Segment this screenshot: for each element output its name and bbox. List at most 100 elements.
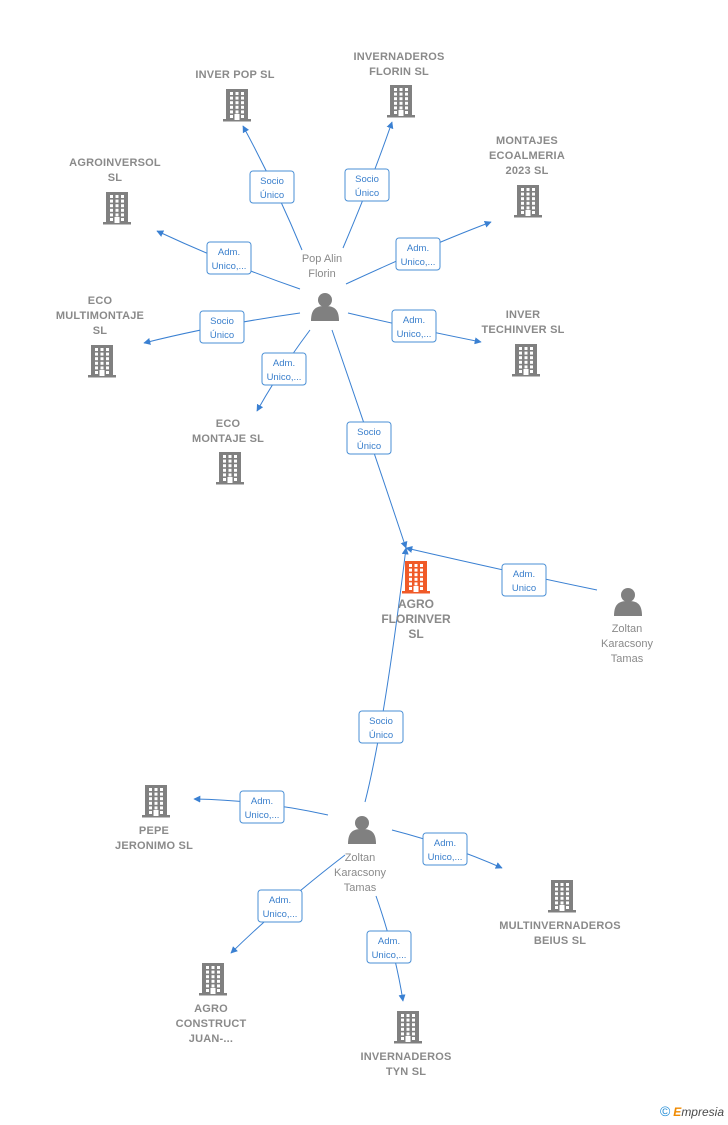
edge-labels-layer: SocioÚnicoSocioÚnicoAdm.Unico,...Adm.Uni… [199,168,547,964]
edge-label-text: Unico [512,583,536,594]
node-label-line: Karacsony [334,867,386,879]
edge-label-text: Socio [357,427,381,438]
node-label-line: JERONIMO SL [115,840,193,852]
node-label-line: INVER [506,309,541,321]
edge-label-text: Adm. [269,895,291,906]
edge-label-box[interactable]: Adm. Unico,... [239,790,285,824]
node-label-line: MULTIMONTAJE [56,310,144,322]
node-invernaderos-tyn[interactable]: INVERNADEROS TYN SL [360,1011,451,1078]
edge-label-text: Unico,... [245,810,280,821]
edge-label-text: Socio [369,716,393,727]
node-inver-pop[interactable]: INVER POP SL [195,69,274,122]
building-icon [387,85,415,118]
edge-label-text: Adm. [513,569,535,580]
edge-label-box[interactable]: Adm. Unico,... [261,352,307,386]
copyright-icon: © [659,1103,671,1119]
node-label-line: Tamas [344,882,377,894]
node-label-line: CONSTRUCT [176,1018,247,1030]
edge-label-text: Adm. [403,315,425,326]
building-icon [199,963,227,996]
node-label-line: PEPE [139,825,169,837]
building-icon [402,561,430,594]
edge-label-text: Unico,... [397,329,432,340]
node-label-line: SL [108,172,123,184]
node-label-line: Pop Alin [302,253,342,265]
node-label-line: Zoltan [345,852,376,864]
edge-label-text: Adm. [378,936,400,947]
edge-label-text: Adm. [434,838,456,849]
edge-label-text: Adm. [218,247,240,258]
person-icon [348,816,376,844]
node-label-line: MONTAJE SL [192,433,264,445]
edge-label-text: Único [355,188,379,199]
node-multinvernaderos-beius[interactable]: MULTINVERNADEROS BEIUS SL [499,880,621,947]
node-label-line: SL [408,627,423,641]
edge-label-text: Unico,... [401,257,436,268]
node-label-line: ECO [88,295,113,307]
edge-label-text: Unico,... [372,950,407,961]
building-icon [548,880,576,913]
node-label-line: INVERNADEROS [353,51,444,63]
edge-label-box[interactable]: Adm. Unico [501,563,547,597]
building-icon [223,89,251,122]
node-agro-construct[interactable]: AGROCONSTRUCTJUAN-... [176,963,247,1045]
edge-label-text: Unico,... [263,909,298,920]
node-label-line: AGROINVERSOL [69,157,161,169]
node-label-line: BEIUS SL [534,935,586,947]
edge-label-text: Adm. [407,243,429,254]
edge-label-text: Único [260,190,284,201]
edge-zoltan-bottom-to-agro-florinver [364,547,409,803]
edge-label-box[interactable]: Adm. Unico,... [395,237,441,271]
edge-label-text: Único [210,330,234,341]
node-agroinversol[interactable]: AGROINVERSOL SL [69,157,161,225]
node-label-line: Florin [308,268,336,280]
edge-label-box[interactable]: Adm.Unico,... [206,241,252,275]
edge-label-box[interactable]: Adm. Unico,... [257,889,303,923]
edge-label-text: Socio [355,174,379,185]
edge-label-box[interactable]: Adm. Unico,... [391,309,437,343]
edge-label-text: Adm. [251,796,273,807]
edge-label-text: Socio [260,176,284,187]
building-icon [142,785,170,818]
node-label-line: Zoltan [612,623,643,635]
building-icon [514,185,542,218]
node-label-line: ECO [216,418,241,430]
node-label-line: SL [93,325,108,337]
node-label-line: TYN SL [386,1066,426,1078]
empresia-brand[interactable]: ©Empresia [660,1103,724,1119]
building-icon [394,1011,422,1044]
edge-label-box[interactable]: Adm. Unico,... [366,930,412,964]
building-icon [216,452,244,485]
node-label-line: INVERNADEROS [360,1051,451,1063]
edge-label-box[interactable]: Adm. Unico,... [422,832,468,866]
node-inver-techinver[interactable]: INVER TECHINVER SL [481,309,564,377]
node-label-line: ECOALMERIA [489,150,565,162]
edge-label-text: Adm. [273,358,295,369]
node-label-line: TECHINVER SL [481,324,564,336]
building-icon [103,192,131,225]
node-eco-montaje[interactable]: ECO MONTAJE SL [192,418,264,485]
node-eco-multimontaje[interactable]: ECO MULTIMONTAJE SL [56,295,144,378]
node-label-line: FLORINVER [381,612,451,626]
edge-label-text: Unico,... [267,372,302,383]
node-label-line: MULTINVERNADEROS [499,920,621,932]
brand-name: mpresia [681,1105,724,1119]
edge-label-text: Unico,... [428,852,463,863]
person-icon [614,588,642,616]
edge-label-text: Único [357,441,381,452]
node-pepe-jeronimo[interactable]: PEPE JERONIMO SL [115,785,193,852]
node-label-line: Karacsony [601,638,653,650]
